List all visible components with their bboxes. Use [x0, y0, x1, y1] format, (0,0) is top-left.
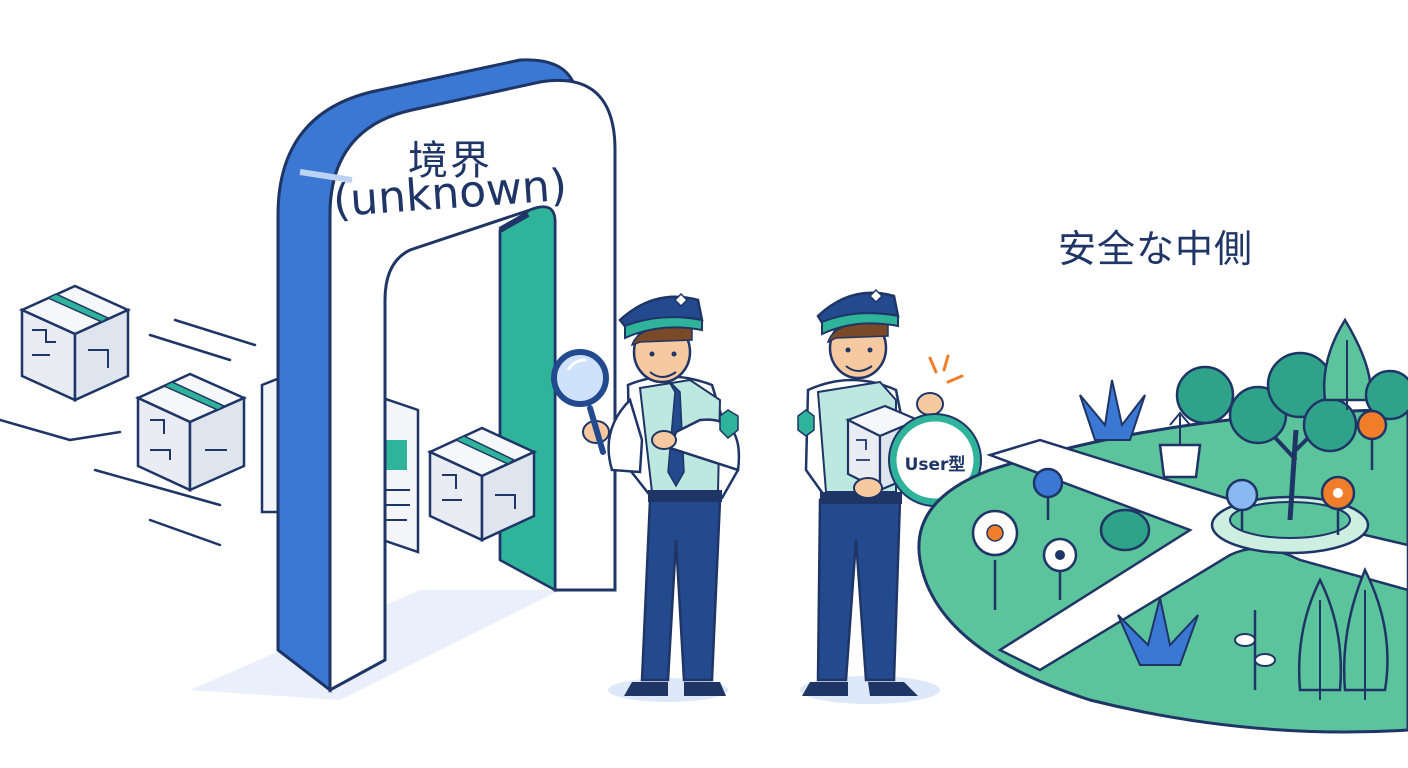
- guard-inspector: [551, 292, 741, 702]
- flower-icon: [1042, 537, 1078, 600]
- magnifier-icon: [551, 349, 609, 455]
- sprout-icon: [1234, 610, 1276, 690]
- tree-icon: [1228, 351, 1358, 521]
- package-icon: [18, 284, 132, 402]
- safe-area-label: 安全な中側: [1058, 227, 1254, 271]
- flower-icon: [1032, 467, 1064, 520]
- flower-icon: [971, 509, 1019, 610]
- tree-icon: [1175, 365, 1408, 425]
- gate-title: 境界: [408, 138, 492, 184]
- badge-label: User型: [904, 455, 966, 475]
- pot-icon: [1158, 411, 1202, 479]
- tree-icon: [1297, 566, 1389, 700]
- badge-icon: [888, 413, 982, 507]
- flower-icon: [1225, 478, 1259, 530]
- speed-lines: [0, 318, 257, 547]
- package-icon: [135, 372, 248, 492]
- package-icon: [427, 426, 537, 542]
- flower-icon: [1356, 409, 1388, 470]
- flower-icon: [1320, 475, 1356, 535]
- bush-icon: [1099, 508, 1151, 552]
- tree-icon: [1322, 317, 1372, 410]
- plant-icon: [1079, 379, 1199, 666]
